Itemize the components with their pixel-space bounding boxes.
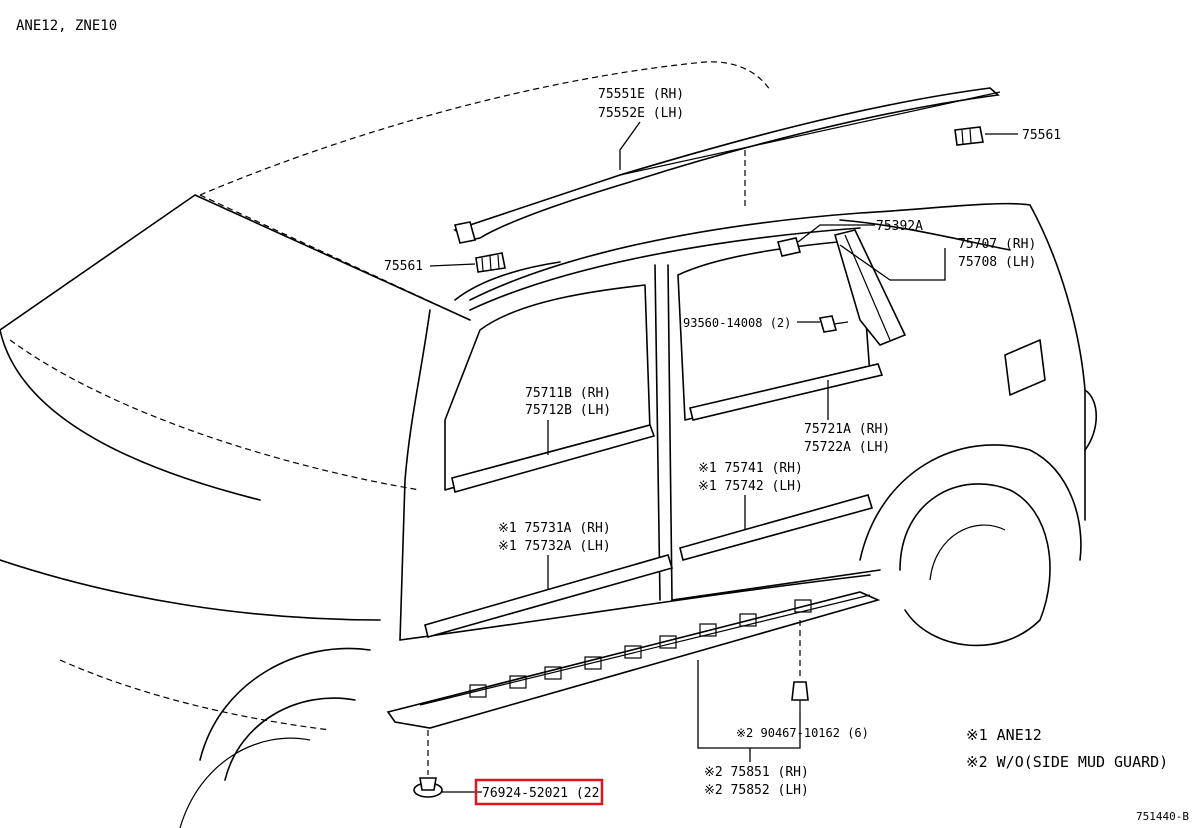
highlight-box: [474, 778, 604, 806]
illustration-code: 751440-B: [1136, 810, 1189, 823]
label-roof-rail-lh: 75552E (LH): [598, 106, 684, 121]
label-roof-rail-rh: 75551E (RH): [598, 87, 684, 102]
rail-end-cover-front: [475, 252, 506, 273]
label-rocker-rh: ※2 75851 (RH): [704, 765, 809, 780]
label-quarter-moulding-rh: 75707 (RH): [958, 237, 1036, 252]
model-code: ANE12, ZNE10: [16, 18, 117, 34]
rocker-moulding: [386, 591, 881, 729]
quarter-moulding: [833, 229, 907, 346]
label-front-door-rh: ※1 75731A (RH): [498, 521, 611, 536]
clip-76924: [413, 730, 443, 798]
label-clip-quarter: 75392A: [876, 219, 923, 234]
label-rear-door-lh: ※1 75742 (LH): [698, 479, 803, 494]
rocker-screw: [791, 620, 809, 712]
label-rail-cover-front: 75561: [384, 259, 423, 274]
label-rear-door-rh: ※1 75741 (RH): [698, 461, 803, 476]
rail-end-cover-rear: [954, 126, 984, 146]
label-highlighted-clip: 76924-52021 (22: [482, 786, 599, 801]
label-front-door-lh: ※1 75732A (LH): [498, 539, 611, 554]
front-belt-moulding: [451, 424, 656, 494]
label-screw: 93560-14008 (2): [683, 316, 791, 330]
note-1: ※1 ANE12: [966, 726, 1042, 744]
roof-rail: [453, 87, 1001, 244]
label-rocker-screw: ※2 90467-10162 (6): [736, 726, 869, 740]
label-rear-belt-lh: 75722A (LH): [804, 440, 890, 455]
label-quarter-moulding-lh: 75708 (LH): [958, 255, 1036, 270]
label-rail-cover-rear: 75561: [1022, 128, 1061, 143]
car-body-outline: [0, 61, 1097, 828]
label-front-belt-rh: 75711B (RH): [525, 386, 611, 401]
screw-part: [818, 315, 849, 333]
clip-part: [776, 237, 802, 257]
note-2: ※2 W/O(SIDE MUD GUARD): [966, 753, 1168, 771]
front-door-moulding: [424, 554, 674, 638]
label-front-belt-lh: 75712B (LH): [525, 403, 611, 418]
rear-door-moulding: [679, 494, 874, 561]
label-rocker-lh: ※2 75852 (LH): [704, 783, 809, 798]
label-rear-belt-rh: 75721A (RH): [804, 422, 890, 437]
leader-lines: [429, 121, 1018, 793]
rear-belt-moulding: [689, 363, 884, 421]
